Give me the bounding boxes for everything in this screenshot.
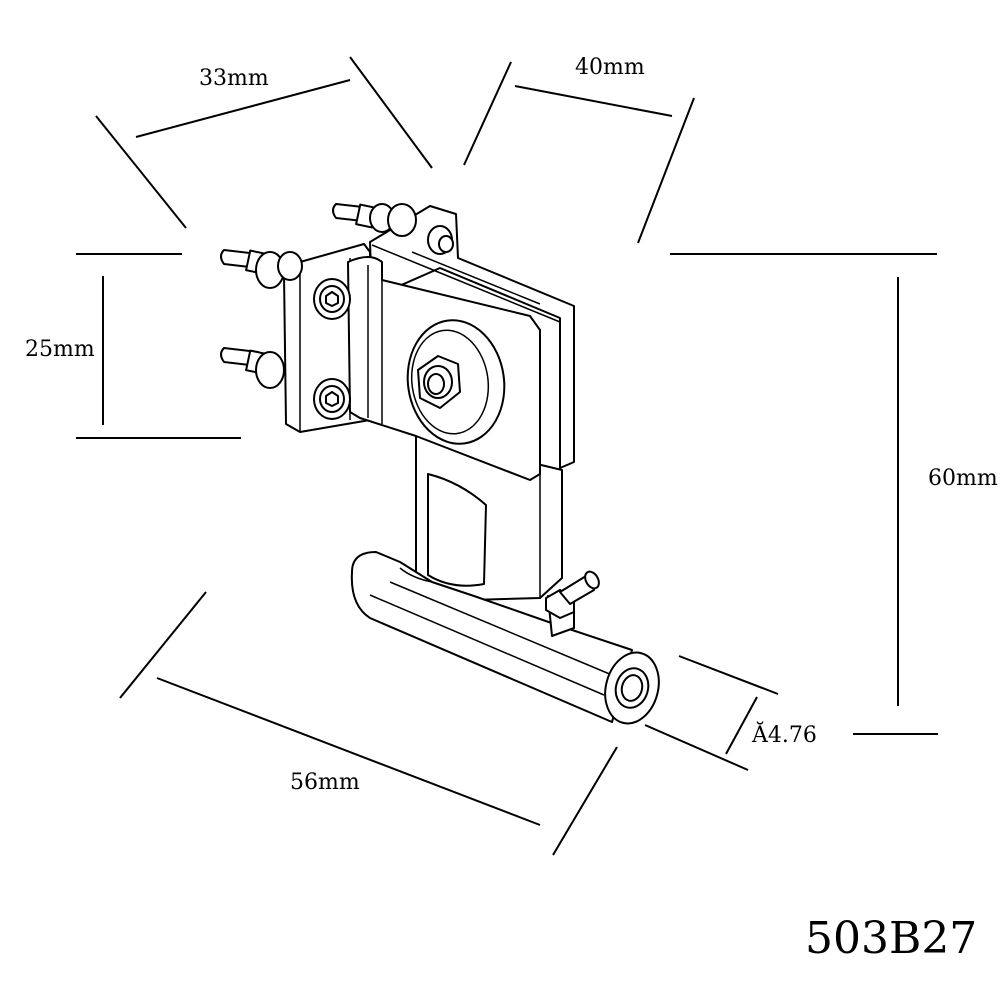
dim-bottom-length: 56mm xyxy=(290,770,360,795)
stud-bolt-1 xyxy=(332,203,417,237)
dim-left-height: 25mm xyxy=(25,337,95,362)
dim-top-width: 33mm xyxy=(199,66,269,91)
grease-fitting xyxy=(545,570,600,619)
dimension-lines xyxy=(76,56,938,856)
hex-nut xyxy=(417,355,461,409)
bore-inner xyxy=(620,674,644,702)
axle-tube xyxy=(350,551,633,723)
dim-right-height: 60mm xyxy=(928,466,998,491)
socket-bolt-top xyxy=(313,278,351,320)
stud-bolt-3 xyxy=(220,347,285,389)
part-code: 503B27 xyxy=(805,913,977,964)
dim-top-depth: 40mm xyxy=(575,55,645,80)
dim-bore-diameter: Ă4.76 xyxy=(751,721,817,748)
mount-assembly xyxy=(220,203,660,725)
socket-bolt-bottom xyxy=(313,378,351,420)
stud-bolt-4 xyxy=(427,225,454,255)
rear-plate xyxy=(369,205,575,469)
stud-bolt-2 xyxy=(220,249,303,289)
